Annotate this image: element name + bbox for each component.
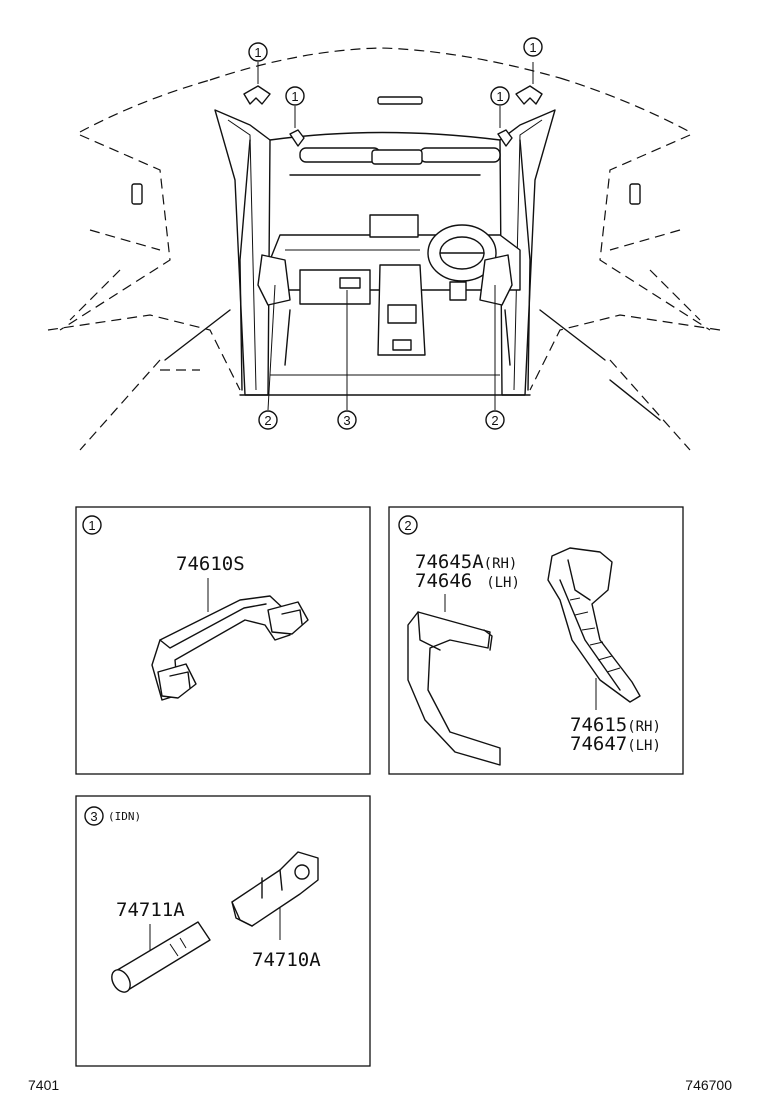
part-number-74647: 74647(LH) [570,733,661,755]
assist-grip-illustration [151,595,309,701]
svg-text:1: 1 [529,40,536,55]
footer-right-code: 746700 [685,1077,732,1093]
lower-garnish-illustration [407,611,501,766]
svg-text:2: 2 [491,413,498,428]
svg-text:1: 1 [291,89,298,104]
callout-2-left: 2 [258,410,278,430]
panel-2-garnish: 2 74645A(RH) 74646(LH) 74615(RH) 74647(L… [388,506,684,775]
part-number-74645a: 74645A(RH) [415,551,517,573]
panel-3-idn: 3 (IDN) 74711A 74710A [75,795,371,1067]
callout-1-top-right: 1 [523,37,543,57]
svg-text:1: 1 [88,518,95,533]
callout-1-top-left: 1 [248,42,268,62]
region-note: (IDN) [108,810,141,823]
callout-3-center: 3 [337,410,357,430]
vehicle-interior-illustration [47,47,721,451]
svg-text:2: 2 [404,518,411,533]
part-number-74646: 74646(LH) [415,570,520,592]
svg-text:3: 3 [90,809,97,824]
svg-text:1: 1 [496,89,503,104]
svg-text:3: 3 [343,413,350,428]
footer-left-code: 7401 [28,1077,59,1093]
callout-2-right: 2 [485,410,505,430]
part-number-74711a: 74711A [116,899,185,921]
callout-1-inner-left: 1 [285,86,305,106]
part-number-74615: 74615(RH) [570,714,661,736]
svg-text:1: 1 [254,45,261,60]
svg-text:2: 2 [264,413,271,428]
callout-1-inner-right: 1 [490,86,510,106]
bracket-illustration [547,547,641,710]
part-number-74610s: 74610S [176,553,245,575]
cover-bracket-illustration [231,851,319,927]
panel-1-assist-grip: 1 74610S [75,506,371,775]
part-number-74710a: 74710A [252,949,321,971]
cap-illustration [111,921,211,993]
